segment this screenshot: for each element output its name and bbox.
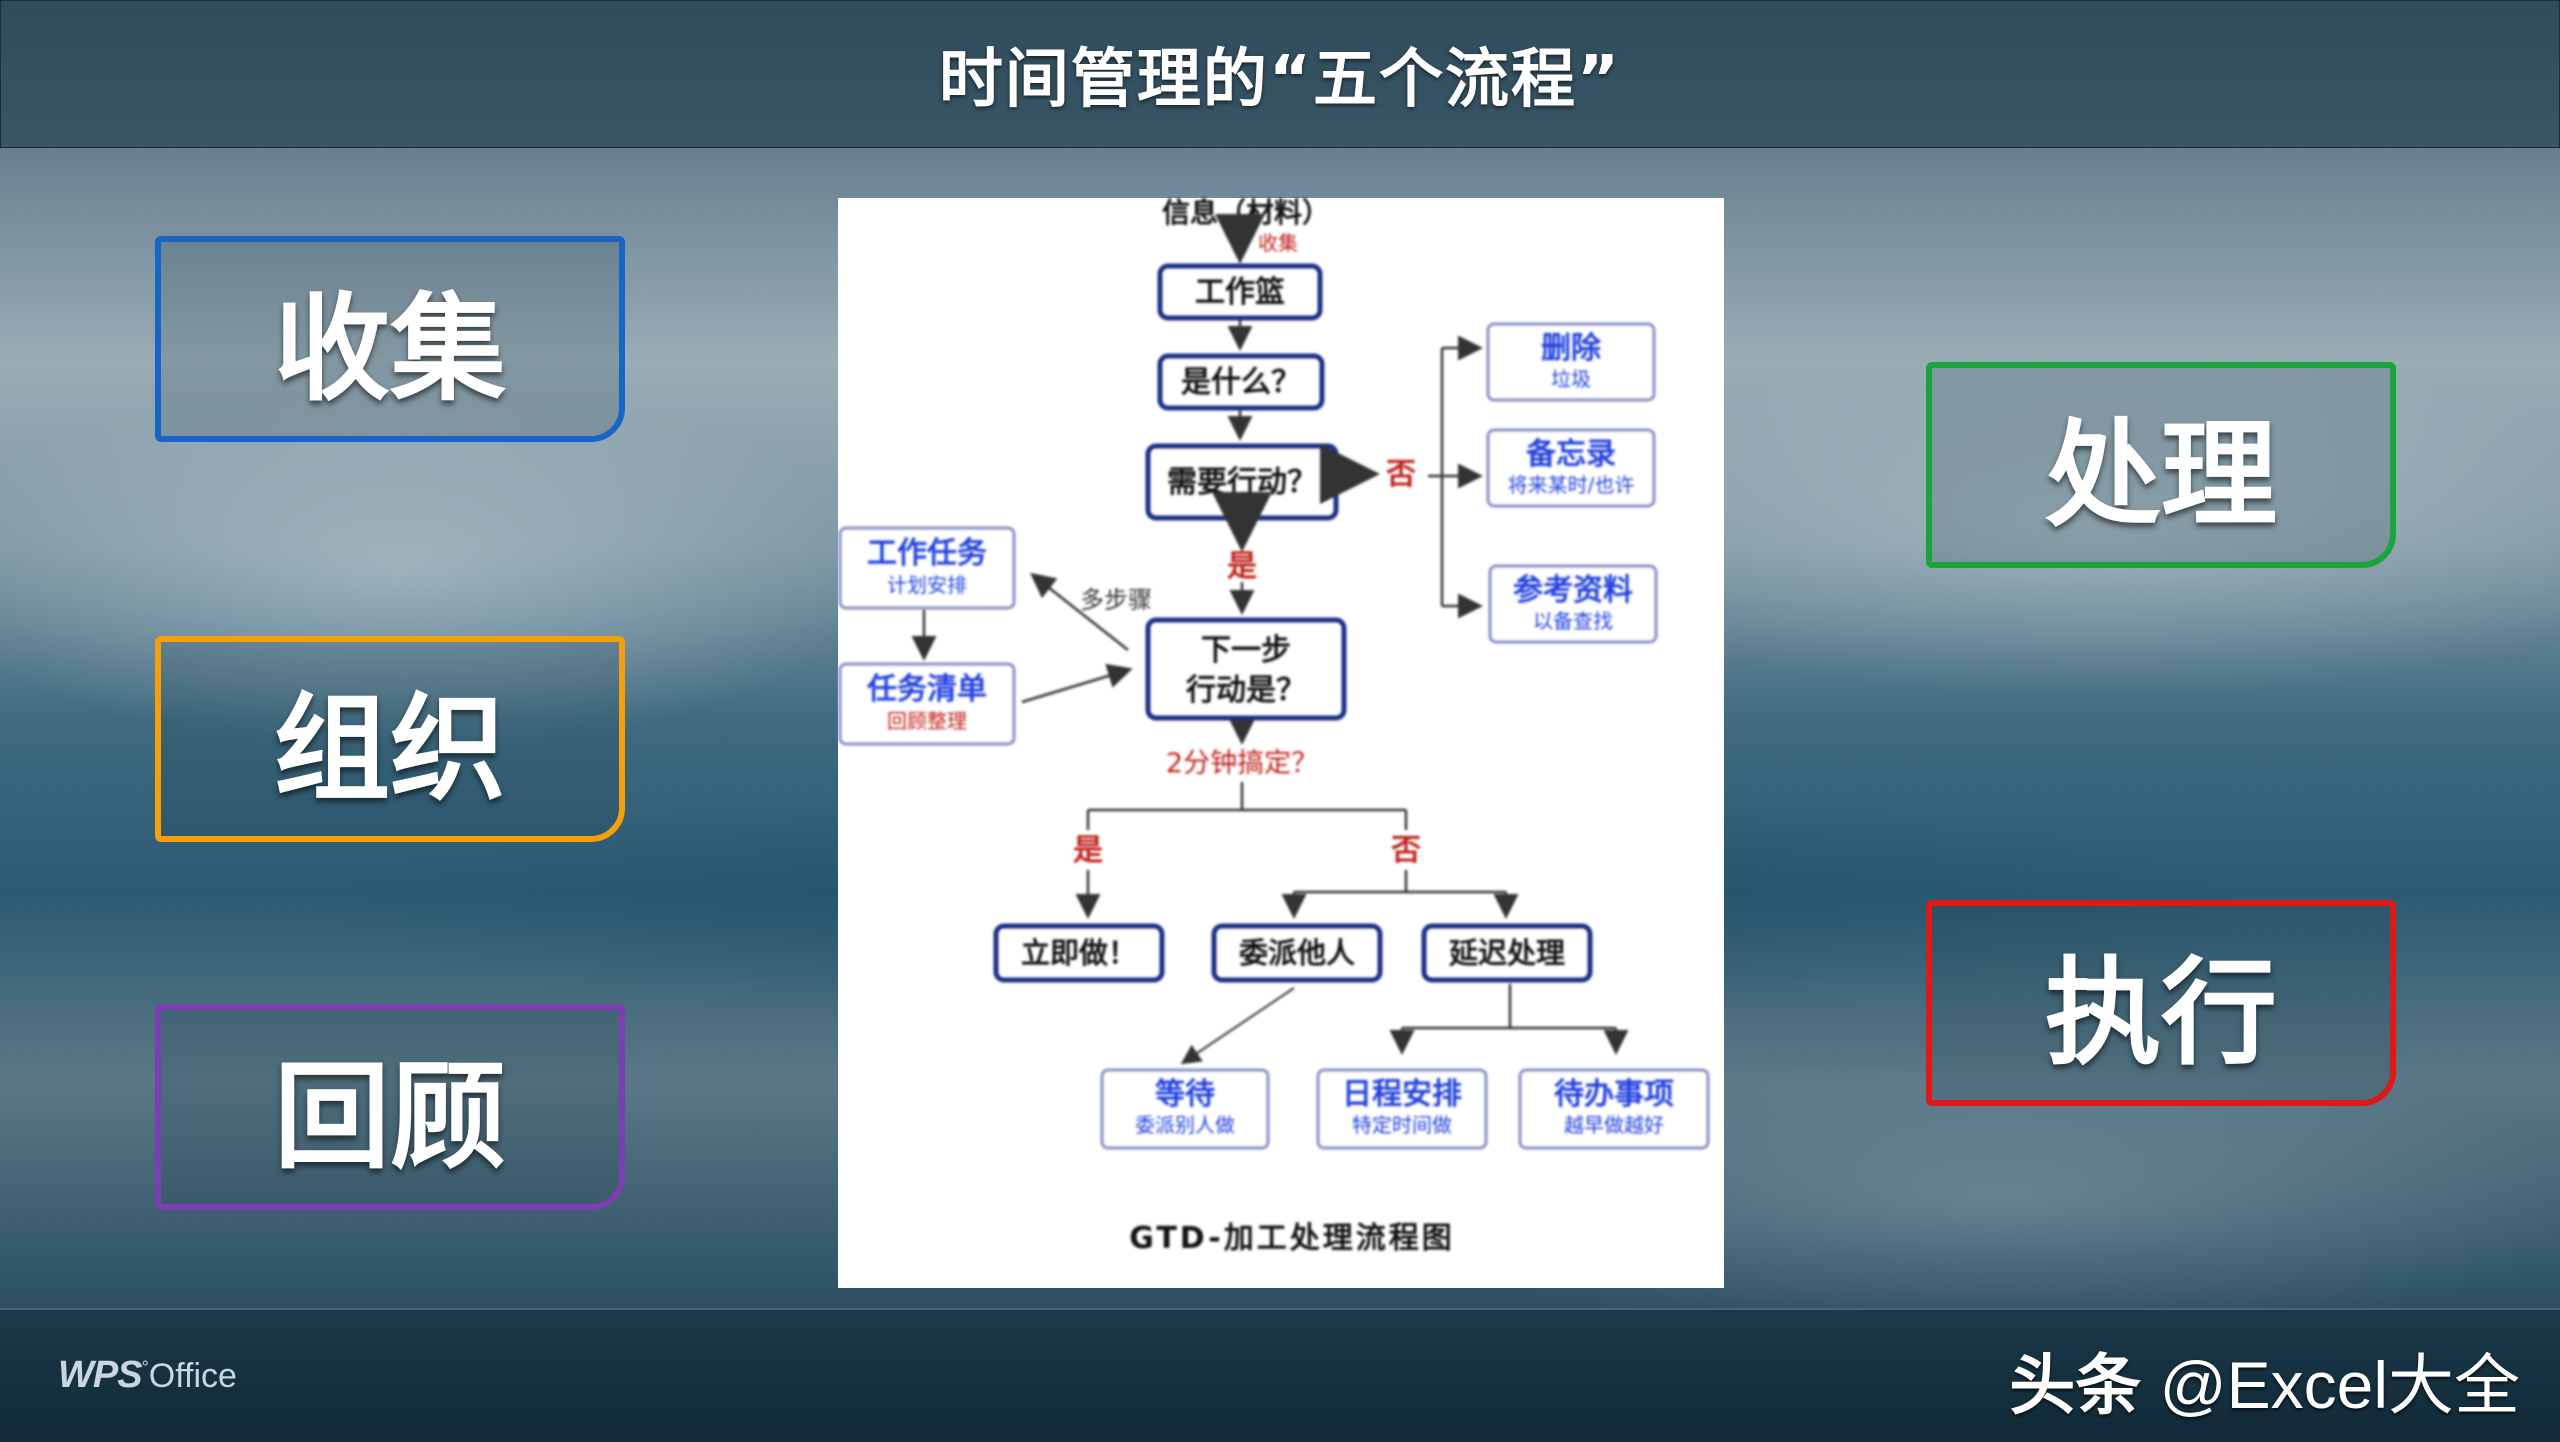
label-yes-1: 是 bbox=[1227, 549, 1257, 584]
collect-tag: 收集 bbox=[1258, 231, 1298, 255]
node-reference bbox=[1488, 564, 1658, 644]
node-do-now-label: 立即做！ bbox=[1021, 936, 1137, 970]
node-inbox-label: 工作篮 bbox=[1195, 275, 1285, 310]
credit-handle: @Excel大全 bbox=[2159, 1348, 2520, 1422]
footer-bar: WPS°Office 头条 @Excel大全 bbox=[0, 1308, 2560, 1442]
node-delegate bbox=[1211, 923, 1383, 983]
node-inbox bbox=[1157, 263, 1323, 321]
node-defer bbox=[1421, 923, 1593, 983]
label-no-2: 否 bbox=[1391, 833, 1421, 868]
node-project-sub: 计划安排 bbox=[887, 573, 967, 597]
node-need-action-label: 需要行动？ bbox=[1167, 465, 1317, 500]
node-what-label: 是什么？ bbox=[1181, 365, 1301, 400]
arrow-next-project bbox=[1030, 572, 1129, 651]
node-project-title: 工作任务 bbox=[867, 536, 987, 571]
node-do-now bbox=[993, 923, 1165, 983]
node-delete-sub: 垃圾 bbox=[1551, 367, 1591, 391]
node-project bbox=[838, 526, 1016, 610]
step-organize-label: 组织 bbox=[274, 682, 506, 817]
credit-platform: 头条 bbox=[2009, 1348, 2142, 1422]
gtd-flowchart: 信息（材料） 收集 工作篮 是什么？ 需要行动？ 否 删除 垃圾 备忘录 将来某… bbox=[838, 198, 1710, 1256]
step-process-label: 处理 bbox=[2045, 408, 2277, 543]
node-what bbox=[1157, 353, 1325, 411]
node-delete bbox=[1486, 322, 1656, 402]
node-task-list-title: 任务清单 bbox=[866, 672, 987, 707]
label-no-1: 否 bbox=[1386, 457, 1416, 492]
node-reference-sub: 以备查找 bbox=[1533, 609, 1613, 633]
page-title: 时间管理的“五个流程” bbox=[938, 43, 1622, 117]
step-execute: 执行 bbox=[1926, 900, 2396, 1106]
node-memo-title: 备忘录 bbox=[1526, 437, 1616, 472]
node-defer-label: 延迟处理 bbox=[1448, 936, 1565, 970]
label-two-minutes: 2分钟搞定？ bbox=[1166, 748, 1318, 779]
node-todo bbox=[1518, 1068, 1710, 1150]
node-delete-title: 删除 bbox=[1541, 331, 1602, 366]
step-collect: 收集 bbox=[155, 236, 625, 442]
flowchart-caption: GTD-加工处理流程图 bbox=[1129, 1221, 1454, 1256]
step-collect-label: 收集 bbox=[274, 282, 506, 417]
node-memo-sub: 将来某时/也许 bbox=[1508, 473, 1635, 497]
node-memo bbox=[1486, 428, 1656, 508]
node-task-list bbox=[838, 662, 1016, 746]
step-review: 回顾 bbox=[155, 1004, 625, 1210]
node-reference-title: 参考资料 bbox=[1513, 573, 1633, 608]
info-label: 信息（材料） bbox=[1162, 198, 1330, 229]
node-wait bbox=[1100, 1068, 1270, 1150]
title-bar: 时间管理的“五个流程” bbox=[0, 0, 2560, 148]
step-process: 处理 bbox=[1926, 362, 2396, 568]
author-credit: 头条 @Excel大全 bbox=[2009, 1332, 2520, 1428]
node-todo-title: 待办事项 bbox=[1554, 1077, 1674, 1112]
node-todo-sub: 越早做越好 bbox=[1564, 1113, 1664, 1137]
arrow-tasklist-next bbox=[1021, 663, 1133, 704]
step-review-label: 回顾 bbox=[274, 1050, 506, 1185]
label-yes-2: 是 bbox=[1073, 833, 1103, 868]
node-wait-title: 等待 bbox=[1155, 1077, 1215, 1112]
step-execute-label: 执行 bbox=[2045, 946, 2277, 1081]
gtd-flowchart-panel: 信息（材料） 收集 工作篮 是什么？ 需要行动？ 否 删除 垃圾 备忘录 将来某… bbox=[838, 198, 1724, 1288]
step-organize: 组织 bbox=[155, 636, 625, 842]
node-next-action-line2: 行动是？ bbox=[1185, 673, 1306, 708]
node-delegate-label: 委派他人 bbox=[1239, 936, 1355, 970]
node-schedule-title: 日程安排 bbox=[1342, 1077, 1462, 1112]
node-task-list-sub: 回顾整理 bbox=[887, 709, 967, 733]
node-wait-sub: 委派别人做 bbox=[1135, 1113, 1235, 1137]
node-next-action bbox=[1145, 617, 1347, 721]
node-next-action-line1: 下一步 bbox=[1201, 633, 1291, 668]
wps-office-logo: WPS°Office bbox=[58, 1354, 237, 1396]
node-schedule-sub: 特定时间做 bbox=[1352, 1113, 1452, 1137]
label-multi-step: 多步骤 bbox=[1080, 586, 1152, 614]
node-schedule bbox=[1316, 1068, 1488, 1150]
arrow-delegate-wait bbox=[1180, 987, 1295, 1065]
wps-office-text: Office bbox=[148, 1357, 237, 1395]
wps-brand: WPS bbox=[58, 1354, 143, 1396]
